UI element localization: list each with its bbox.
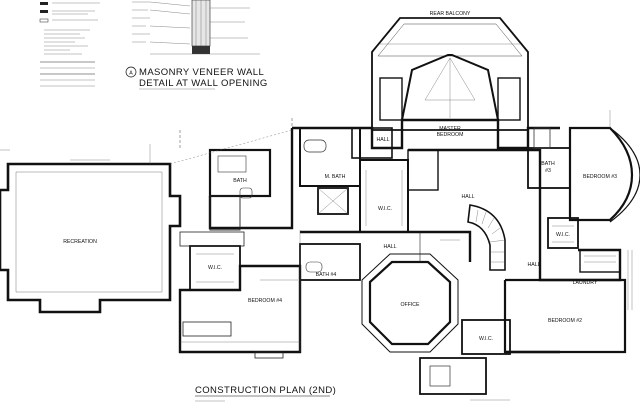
label-hall-right: HALL bbox=[528, 262, 541, 268]
label-bedroom-2: BEDROOM #2 bbox=[548, 318, 582, 324]
label-office: OFFICE bbox=[400, 302, 420, 308]
label-m-bath: M. BATH bbox=[325, 174, 346, 180]
label-bath-3-line1: BATH bbox=[541, 161, 555, 167]
label-master-bedroom-2: BEDROOM bbox=[437, 132, 464, 138]
detail-title-line2: DETAIL AT WALL OPENING bbox=[139, 78, 268, 89]
label-bedroom-3: BEDROOM #3 bbox=[583, 174, 617, 180]
label-bath-3-line2: #3 bbox=[545, 168, 551, 174]
label-bedroom-4: BEDROOM #4 bbox=[248, 298, 282, 304]
label-hall-upper: HALL bbox=[377, 137, 390, 143]
masonry-detail-drawing: A MASONRY VENEER WALL DETAIL AT WALL OPE… bbox=[125, 0, 268, 90]
label-recreation: RECREATION bbox=[63, 239, 97, 245]
detail-title-line1: MASONRY VENEER WALL bbox=[139, 67, 264, 78]
label-wic-master: W.I.C. bbox=[378, 206, 392, 212]
legend-notes bbox=[39, 2, 100, 87]
label-bath-4: BATH #4 bbox=[316, 272, 337, 278]
construction-plan bbox=[0, 17, 640, 401]
label-rear-balcony: REAR BALCONY bbox=[430, 11, 471, 17]
label-hall-center: HALL bbox=[462, 194, 475, 200]
label-wic-bottom: W.I.C. bbox=[479, 336, 493, 342]
label-wic-right: W.I.C. bbox=[556, 232, 570, 238]
plan-title-block: CONSTRUCTION PLAN (2ND) bbox=[195, 385, 336, 402]
label-laundry: LAUNDRY bbox=[573, 280, 598, 286]
plan-title: CONSTRUCTION PLAN (2ND) bbox=[195, 385, 336, 396]
label-master-bedroom-1: MASTER bbox=[439, 126, 461, 132]
label-wic-left: W.I.C. bbox=[208, 265, 222, 271]
detail-marker: A bbox=[129, 71, 133, 77]
room-labels: REAR BALCONY MASTER BEDROOM HALL BATH #3… bbox=[63, 11, 617, 342]
label-bath-left: BATH bbox=[233, 178, 247, 184]
label-hall-lower: HALL bbox=[384, 244, 397, 250]
